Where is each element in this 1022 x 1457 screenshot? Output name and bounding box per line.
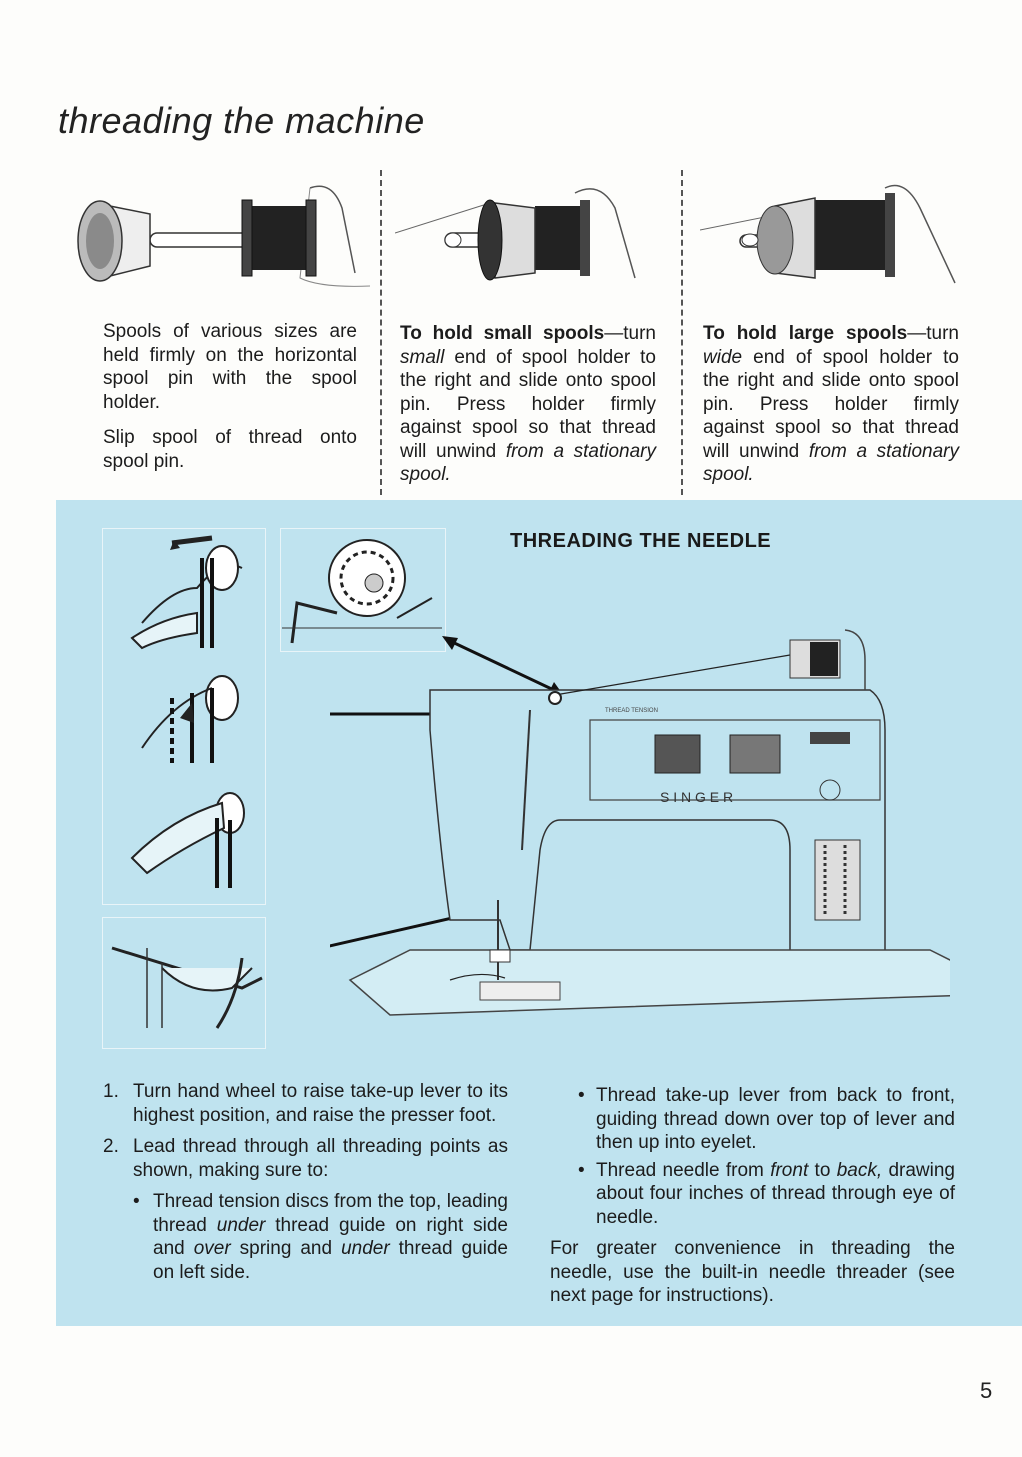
bullet-glyph: • <box>578 1159 585 1181</box>
large-spool-holder-illustration <box>700 184 956 284</box>
machine-brand: S I N G E R <box>660 789 733 805</box>
emphasis: under <box>216 1214 266 1236</box>
small-spool-holder-illustration <box>395 188 636 281</box>
bullet-glyph: • <box>133 1191 140 1212</box>
emphasis: back, <box>836 1159 883 1181</box>
spool-paragraph-2: Slip spool of thread onto spool pin. <box>103 427 357 472</box>
bullet-text: spring and <box>230 1238 342 1259</box>
step-2: 2. Lead thread through all threading poi… <box>103 1135 508 1182</box>
bullet-text: thread guide on left side. <box>153 1238 508 1283</box>
bullet-text: drawing about four inches of thread thro… <box>596 1159 955 1228</box>
spool-column-1: Spools of various sizes are held firmly … <box>103 320 357 485</box>
inset-frame <box>102 528 266 905</box>
bullet-takeup: • Thread take-up lever from back to fron… <box>574 1084 955 1155</box>
large-spools-column: To hold large spools—turn wide end of sp… <box>703 322 959 487</box>
emphasis: front <box>770 1159 809 1181</box>
page-title: threading the machine <box>58 100 425 141</box>
small-spools-lead: To hold small spools <box>400 323 605 344</box>
bullet-tension: • Thread tension discs from the top, lea… <box>133 1190 508 1284</box>
step-1-text: Turn hand wheel to raise take-up lever t… <box>133 1081 508 1126</box>
column-divider <box>380 170 382 495</box>
svg-text:THREAD TENSION: THREAD TENSION <box>605 708 658 714</box>
panel-heading: THREADING THE NEEDLE <box>510 530 772 552</box>
bullet-needle: • Thread needle from front to back, draw… <box>574 1159 955 1230</box>
step-2-text: Lead thread through all threading points… <box>133 1136 508 1181</box>
lead-tail: —turn <box>604 323 656 344</box>
bullet-text: Thread take-up lever from back to front,… <box>596 1085 955 1153</box>
step-1: 1. Turn hand wheel to raise take-up leve… <box>103 1080 508 1127</box>
sewing-machine-illustration: S I N G E R THREAD TENSION <box>330 629 950 1016</box>
emphasis-stationary: from a stationary spool. <box>400 440 656 486</box>
closing-note: For greater convenience in threading the… <box>550 1238 955 1306</box>
bullet-glyph: • <box>578 1085 585 1106</box>
page-number: 5 <box>980 1378 993 1403</box>
small-spools-text: end of spool holder to the right and sli… <box>400 346 656 462</box>
spool-pin-illustration <box>77 185 371 287</box>
large-spools-lead: To hold large spools <box>703 323 908 344</box>
inset-frame <box>102 917 266 1049</box>
threading-steps-right: • Thread take-up lever from back to fron… <box>550 1084 955 1308</box>
spool-paragraph-1: Spools of various sizes are held firmly … <box>103 321 357 413</box>
emphasis-stationary: from a stationary spool. <box>703 440 959 486</box>
emphasis: over <box>193 1238 231 1259</box>
threading-steps-left: 1. Turn hand wheel to raise take-up leve… <box>103 1080 508 1288</box>
emphasis-small: small <box>400 346 445 368</box>
threading-detail-illustrations <box>111 535 442 1029</box>
step-number: 1. <box>103 1081 119 1102</box>
emphasis: under <box>341 1238 390 1259</box>
step-number: 2. <box>103 1136 119 1157</box>
bullet-text: Thread tension discs from the top, leadi… <box>153 1191 508 1236</box>
bullet-text: to <box>808 1159 837 1181</box>
column-divider <box>681 170 683 495</box>
bullet-text: Thread needle from <box>596 1159 771 1181</box>
bullet-text: thread guide on right side and <box>153 1214 508 1260</box>
small-spools-column: To hold small spools—turn small end of s… <box>400 322 656 487</box>
emphasis-wide: wide <box>703 346 743 368</box>
large-spools-text: end of spool holder to the right and sli… <box>703 346 959 462</box>
inset-frame <box>280 528 446 652</box>
lead-tail: —turn <box>907 323 959 344</box>
